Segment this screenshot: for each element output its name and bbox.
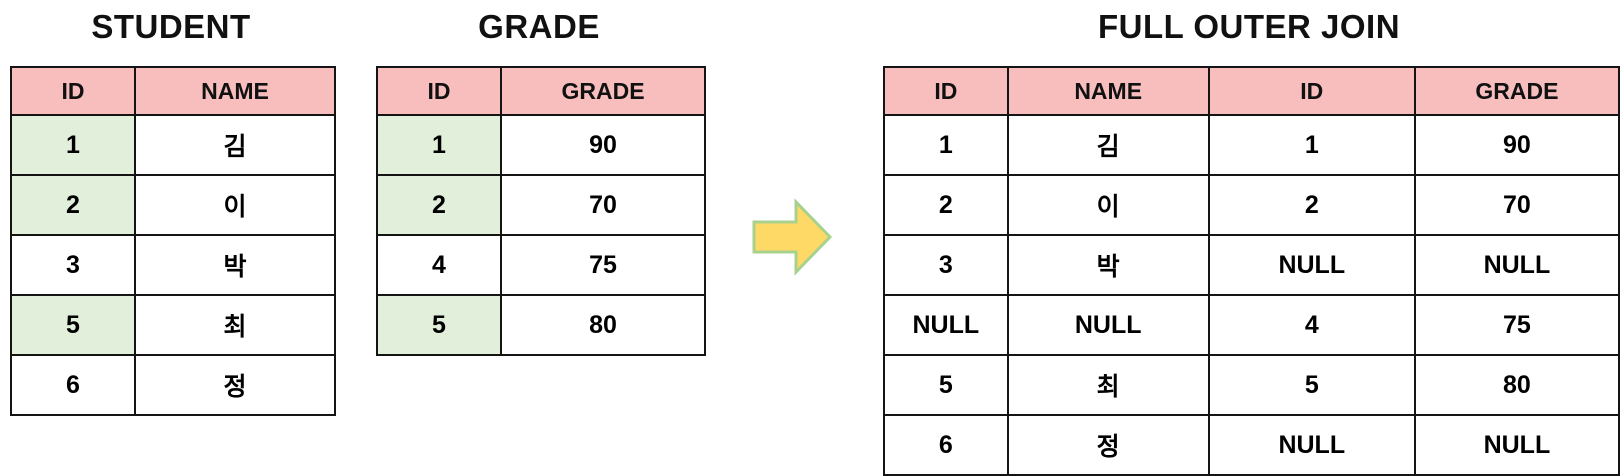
cell-id: NULL [1207,234,1416,296]
cell-id: 6 [883,414,1009,476]
cell-id: 5 [10,294,136,356]
cell-id: 2 [883,174,1009,236]
cell-grade: 80 [500,294,706,356]
cell-id: 1 [376,114,502,176]
table-row: 2 이 2 70 [883,174,1620,236]
cell-name: 정 [1006,414,1210,476]
cell-id: 1 [1207,114,1416,176]
cell-id: 5 [376,294,502,356]
table-header-row: ID GRADE [376,66,706,116]
table-header-row: ID NAME [10,66,336,116]
cell-id: 5 [1207,354,1416,416]
table-row: 3 박 NULL NULL [883,234,1620,296]
cell-id: 1 [883,114,1009,176]
cell-grade: 90 [500,114,706,176]
join-table-title: FULL OUTER JOIN [1097,8,1401,45]
cell-name: 이 [1006,174,1210,236]
cell-id: NULL [883,294,1009,356]
cell-grade: NULL [1413,234,1620,296]
table-row: 6 정 [10,354,336,416]
grade-table: ID GRADE 1 90 2 70 4 75 5 80 [376,66,706,356]
cell-grade: NULL [1413,414,1620,476]
cell-id: 3 [883,234,1009,296]
table-row: 2 이 [10,174,336,236]
student-table-title: STUDENT [91,8,251,45]
table-row: 5 최 5 80 [883,354,1620,416]
table-row: 4 75 [376,234,706,296]
cell-id: 2 [376,174,502,236]
cell-grade: 70 [500,174,706,236]
column-header-id: ID [376,66,502,116]
column-header-grade: GRADE [1413,66,1620,116]
right-arrow-icon [752,198,833,276]
cell-name: 이 [134,174,336,236]
cell-id: NULL [1207,414,1416,476]
cell-name: 정 [134,354,336,416]
full-outer-join-table: ID NAME ID GRADE 1 김 1 90 2 이 2 70 3 박 N… [883,66,1620,476]
cell-id: 5 [883,354,1009,416]
column-header-id: ID [10,66,136,116]
cell-id: 6 [10,354,136,416]
cell-id: 2 [1207,174,1416,236]
student-table: ID NAME 1 김 2 이 3 박 5 최 6 정 [10,66,336,416]
cell-grade: 80 [1413,354,1620,416]
cell-name: 김 [1006,114,1210,176]
cell-name: 최 [134,294,336,356]
table-row: 5 최 [10,294,336,356]
column-header-name: NAME [1006,66,1210,116]
table-row: 1 김 1 90 [883,114,1620,176]
cell-name: 박 [1006,234,1210,296]
cell-name: 최 [1006,354,1210,416]
table-row: 1 김 [10,114,336,176]
table-row: 2 70 [376,174,706,236]
column-header-id: ID [1207,66,1416,116]
table-row: 3 박 [10,234,336,296]
table-row: NULL NULL 4 75 [883,294,1620,356]
join-arrow [750,198,834,276]
table-row: 5 80 [376,294,706,356]
grade-table-title: GRADE [478,8,600,45]
table-header-row: ID NAME ID GRADE [883,66,1620,116]
table-row: 1 90 [376,114,706,176]
column-header-name: NAME [134,66,336,116]
cell-grade: 75 [1413,294,1620,356]
cell-grade: 70 [1413,174,1620,236]
cell-id: 3 [10,234,136,296]
cell-name: 김 [134,114,336,176]
cell-grade: 90 [1413,114,1620,176]
column-header-id: ID [883,66,1009,116]
cell-id: 4 [376,234,502,296]
cell-id: 4 [1207,294,1416,356]
table-row: 6 정 NULL NULL [883,414,1620,476]
cell-id: 2 [10,174,136,236]
cell-name: 박 [134,234,336,296]
cell-grade: 75 [500,234,706,296]
column-header-grade: GRADE [500,66,706,116]
cell-id: 1 [10,114,136,176]
cell-name: NULL [1006,294,1210,356]
